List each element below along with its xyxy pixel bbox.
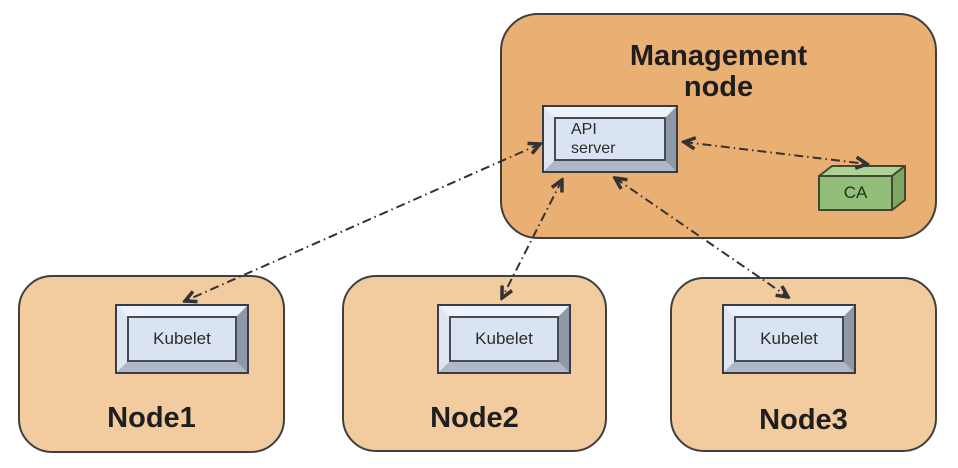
node1-kubelet-box: Kubelet	[115, 304, 249, 374]
node3-box: Kubelet Node3	[670, 277, 937, 452]
ca-box: CA	[815, 158, 910, 216]
api-server-box: API server	[542, 105, 678, 173]
node2-kubelet-label: Kubelet	[475, 329, 533, 348]
node3-label: Node3	[759, 404, 848, 436]
management-node-label: Management node	[629, 40, 808, 103]
node3-kubelet-label: Kubelet	[760, 329, 818, 348]
ca-box-shape	[818, 165, 906, 211]
node1-box: Kubelet Node1	[18, 275, 285, 453]
node1-label: Node1	[107, 402, 196, 434]
node2-kubelet-box: Kubelet	[437, 304, 571, 374]
node2-label: Node2	[430, 402, 519, 434]
ca-label: CA	[843, 183, 868, 202]
node2-box: Kubelet Node2	[342, 275, 607, 452]
node1-kubelet-label: Kubelet	[153, 329, 211, 348]
node3-kubelet-box: Kubelet	[722, 304, 856, 374]
api-server-label: API server	[571, 121, 616, 157]
